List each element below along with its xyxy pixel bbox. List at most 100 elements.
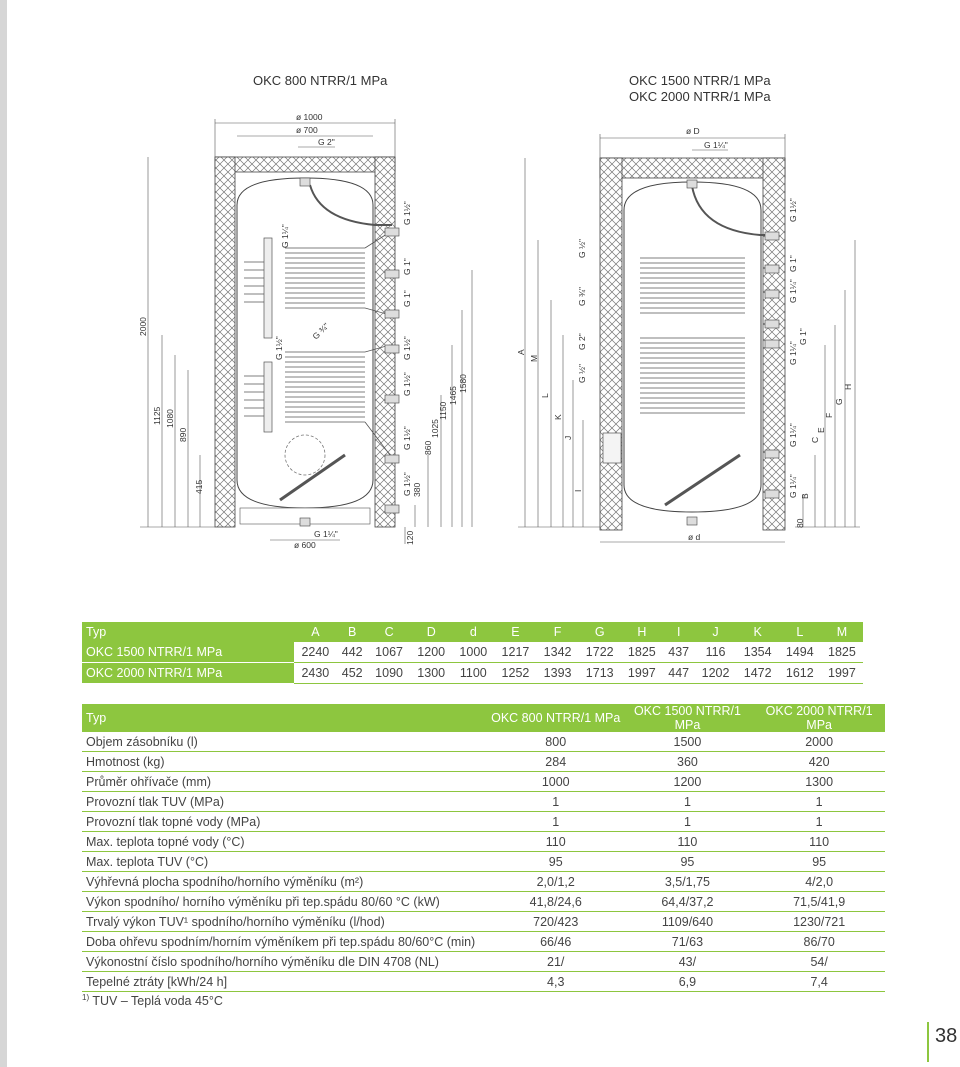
right-side-stubs <box>764 231 780 499</box>
row-label: Trvalý výkon TUV¹ spodního/horního výměn… <box>82 911 490 932</box>
table-cell: 1 <box>753 791 885 812</box>
right-thread-r7: G 1¼" <box>788 474 798 498</box>
right-top-dimension-lines <box>599 134 786 543</box>
header-cell: G <box>578 622 621 642</box>
table-cell: 1000 <box>489 771 622 792</box>
row-label: Výkon spodního/ horního výměníku při tep… <box>82 891 490 912</box>
right-dia-top: ø D <box>686 126 700 136</box>
left-bottom-thread: G 1¼" <box>314 529 338 539</box>
right-letter-i: I <box>573 490 583 492</box>
table-cell: 2000 <box>753 732 885 752</box>
row-label: Max. teplota TUV (°C) <box>82 851 490 872</box>
header-cell: Typ <box>82 704 490 732</box>
left-anode-bars <box>244 261 264 417</box>
table-cell: 95 <box>621 851 754 872</box>
left-thread-d: G 1½" <box>402 201 412 225</box>
left-thread-b: G 1½" <box>274 336 284 360</box>
header-cell: OKC 800 NTRR/1 MPa <box>489 704 622 732</box>
table-cell: 4/2,0 <box>753 871 885 892</box>
left-lower-coil <box>285 344 391 456</box>
table-cell: 1472 <box>736 662 779 684</box>
left-h1150: 1150 <box>438 401 448 420</box>
table-cell: 1109/640 <box>621 911 754 932</box>
table-cell: 64,4/37,2 <box>621 891 754 912</box>
table-cell: 420 <box>753 751 885 772</box>
row-label: OKC 2000 NTRR/1 MPa <box>82 662 295 684</box>
left-h120: 120 <box>405 531 415 545</box>
left-thread-h: G 1½" <box>402 372 412 396</box>
right-letter-j: J <box>563 436 573 440</box>
dimensions-table: Typ A B C D d E F G H I J K L M OKC 1500… <box>82 622 863 684</box>
right-letter-l: L <box>540 393 550 398</box>
table-cell: 43/ <box>621 951 754 972</box>
table-cell: 21/ <box>489 951 622 972</box>
right-letter-b: B <box>800 493 810 499</box>
row-label: Objem zásobníku (l) <box>82 732 490 752</box>
table-cell: 1 <box>489 811 622 832</box>
right-upper-coil <box>640 257 745 314</box>
table-row: Doba ohřevu spodním/horním výměníkem při… <box>82 931 885 952</box>
left-h1125: 1125 <box>152 406 162 425</box>
left-inspection-flange <box>284 434 326 476</box>
right-bottom-dia: ø d <box>688 532 701 542</box>
left-height-total: 2000 <box>138 317 148 336</box>
left-tank-drawing: ø 1000 ø 700 G 2" G 1¼" ø 600 2000 1125 … <box>138 112 473 550</box>
right-right-height-lines <box>795 240 860 528</box>
row-label: Doba ohřevu spodním/horním výměníkem při… <box>82 931 490 952</box>
table-cell: 1393 <box>536 662 579 684</box>
left-h1080: 1080 <box>165 409 175 428</box>
table-cell: 1252 <box>494 662 537 684</box>
left-thread-j: G 1½" <box>402 472 412 496</box>
table-cell: 1 <box>753 811 885 832</box>
left-cleaning-pipe <box>279 453 346 502</box>
table-cell: 1722 <box>578 642 621 663</box>
left-insulation-top <box>214 156 396 173</box>
left-top-dimension-lines <box>214 119 396 157</box>
table-cell: 1230/721 <box>753 911 885 932</box>
left-margin-bar <box>0 0 7 1067</box>
row-label: Průměr ohřívače (mm) <box>82 771 490 792</box>
table-cell: 1217 <box>494 642 537 663</box>
table-row: OKC 1500 NTRR/1 MPa 2240 442 1067 1200 1… <box>82 642 863 663</box>
left-h890: 890 <box>178 428 188 442</box>
right-thread-r6: G 1¼" <box>788 423 798 447</box>
row-label: Provozní tlak TUV (MPa) <box>82 791 490 812</box>
table-row: Výhřevná plocha spodního/horního výměník… <box>82 871 885 892</box>
right-bottom-connection <box>686 516 698 526</box>
table-cell: 1825 <box>620 642 663 663</box>
left-h1465: 1465 <box>448 386 458 405</box>
row-label: Výkonostní číslo spodního/horního výmění… <box>82 951 490 972</box>
dimensions-header-row: Typ A B C D d E F G H I J K L M <box>82 622 863 642</box>
left-h1025: 1025 <box>430 419 440 438</box>
left-side-stubs <box>384 227 400 514</box>
table-cell: 4,3 <box>489 971 622 992</box>
right-insulation-left <box>599 157 623 531</box>
table-cell: 116 <box>694 642 737 663</box>
right-tank-drawing: ø D G 1¼" ø d A M L K J I B C <box>516 126 860 543</box>
left-dia-inner: ø 700 <box>296 125 318 135</box>
row-label: Max. teplota topné vody (°C) <box>82 831 490 852</box>
right-flange <box>602 432 622 464</box>
right-left-height-lines <box>518 158 600 528</box>
table-cell: 447 <box>662 662 695 684</box>
footnote: 1) TUV – Teplá voda 45°C <box>82 993 223 1008</box>
row-label: Výhřevná plocha spodního/horního výměník… <box>82 871 490 892</box>
row-label: Hmotnost (kg) <box>82 751 490 772</box>
table-row: Trvalý výkon TUV¹ spodního/horního výměn… <box>82 911 885 932</box>
table-cell: 1067 <box>368 642 411 663</box>
left-top-thread: G 2" <box>318 137 335 147</box>
table-row: Výkon spodního/ horního výměníku při tep… <box>82 891 885 912</box>
table-cell: 95 <box>753 851 885 872</box>
table-cell: 360 <box>621 751 754 772</box>
table-cell: 71,5/41,9 <box>753 891 885 912</box>
right-thread-r2: G 1" <box>788 255 798 272</box>
left-drawing-title: OKC 800 NTRR/1 MPa <box>253 73 388 88</box>
table-cell: 1090 <box>368 662 411 684</box>
right-thread-left-2: G ¾" <box>577 287 587 306</box>
left-top-connection <box>299 177 311 187</box>
left-hot-water-outlet <box>309 184 392 226</box>
